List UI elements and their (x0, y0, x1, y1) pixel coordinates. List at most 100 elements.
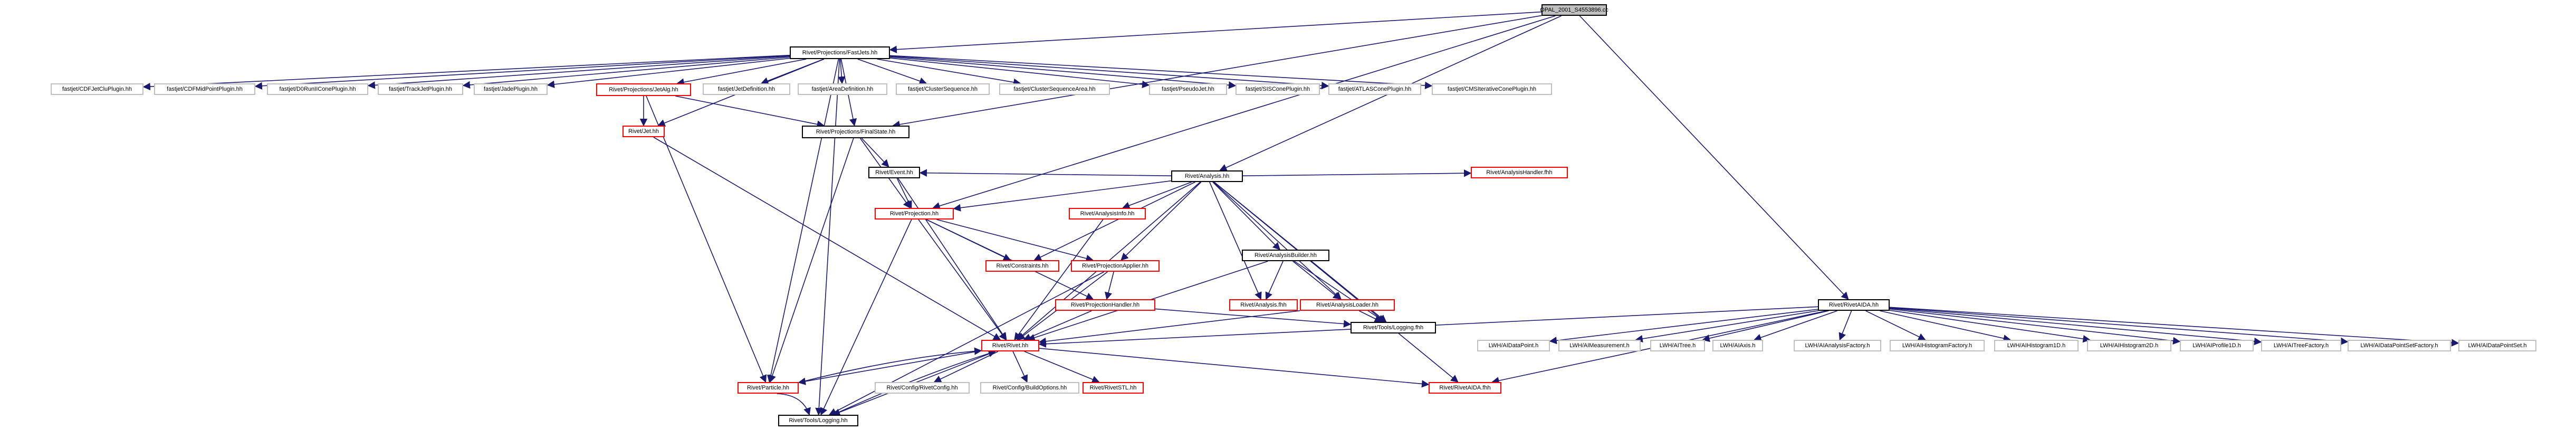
edge-analysisloader-to-toolslogfhh (1358, 310, 1383, 322)
node-jet[interactable]: Rivet/Jet.hh (623, 126, 665, 137)
edge-fastjets-to-areadef (838, 59, 846, 84)
node-jade[interactable]: fastjet/JadePlugin.hh (474, 83, 548, 95)
node-trackjet[interactable]: fastjet/TrackJetPlugin.hh (378, 83, 463, 95)
node-cdfmidpoint[interactable]: fastjet/CDFMidPointPlugin.hh (154, 83, 255, 95)
edge-analysis-to-projapplier (1121, 182, 1202, 261)
node-itreefactory[interactable]: LWH/AITreeFactory.h (2261, 340, 2341, 351)
node-analysis[interactable]: Rivet/Analysis.hh (1171, 170, 1243, 182)
edge-rivetaida-to-itree (1702, 310, 1829, 342)
node-toolslogfhh[interactable]: Rivet/Tools/Logging.fhh (1351, 322, 1436, 333)
node-rivetstl[interactable]: Rivet/RivetSTL.hh (1083, 382, 1144, 394)
node-analysisfhh[interactable]: Rivet/Analysis.fhh (1229, 299, 1298, 311)
edge-analysis-to-constraints (1033, 182, 1195, 261)
node-rivetaida[interactable]: Rivet/RivetAIDA.hh (1818, 299, 1890, 311)
edge-analysis-to-event (919, 169, 1172, 177)
node-fastjets[interactable]: Rivet/Projections/FastJets.hh (790, 46, 890, 59)
edge-analysisloader-to-rivet (1038, 310, 1300, 345)
node-constraints[interactable]: Rivet/Constraints.hh (985, 260, 1059, 272)
node-clusterseq[interactable]: fastjet/ClusterSequence.hh (896, 83, 990, 95)
edge-fastjets-to-toolsloghh (815, 59, 840, 416)
edge-rivetaida-to-ihistofactory (1865, 310, 1926, 340)
node-analysisinfo[interactable]: Rivet/AnalysisInfo.hh (1069, 208, 1146, 220)
edge-fastjets-to-cmsiterative (889, 55, 1433, 90)
edge-root-to-rivetaida (1579, 15, 1849, 300)
edge-fastjets-to-cdfjetclu (142, 54, 790, 91)
edge-fastjets-to-clusterseq (857, 59, 927, 85)
edge-fastjets-to-particle (767, 59, 839, 383)
node-areadef[interactable]: fastjet/AreaDefinition.hh (798, 83, 887, 95)
node-iaxis[interactable]: LWH/AIAxis.h (1712, 340, 1763, 351)
node-analysisloader[interactable]: Rivet/AnalysisLoader.hh (1300, 299, 1395, 311)
node-projhandler[interactable]: Rivet/ProjectionHandler.hh (1055, 299, 1155, 311)
node-cdfjetclu[interactable]: fastjet/CDFJetCluPlugin.hh (51, 83, 143, 95)
node-idatapoint[interactable]: LWH/AIDataPoint.h (1477, 340, 1550, 351)
node-rivetconfig[interactable]: Rivet/Config/RivetConfig.hh (875, 382, 970, 394)
node-pseudojet[interactable]: fastjet/PseudoJet.hh (1149, 83, 1227, 95)
node-finalstate[interactable]: Rivet/Projections/FinalState.hh (802, 126, 909, 138)
node-analysishandler[interactable]: Rivet/AnalysisHandler.fhh (1471, 167, 1568, 178)
edge-rivet-to-particle (798, 350, 982, 385)
edge-rivetaida-to-idatapointset (1889, 307, 2459, 347)
edge-jetalg-to-finalstate (675, 96, 825, 128)
node-rivetaidafhh[interactable]: Rivet/RivetAIDA.fhh (1429, 382, 1501, 394)
node-ihisto2d[interactable]: LWH/AIHistogram2D.h (2087, 340, 2171, 351)
edge-projapplier-to-projhandler (1105, 271, 1114, 300)
node-idpsfactory[interactable]: LWH/AIDataPointSetFactory.h (2348, 340, 2451, 351)
edge-fastjets-to-trackjet (462, 56, 790, 89)
edge-jetalg-to-particle (646, 96, 767, 383)
node-clusterseqarea[interactable]: fastjet/ClusterSequenceArea.hh (999, 83, 1110, 95)
node-buildoptions[interactable]: Rivet/Config/BuildOptions.hh (980, 382, 1079, 394)
edge-root-to-finalstate (892, 15, 1542, 128)
edge-event-to-projection (896, 178, 912, 209)
edge-analysisbuilder-to-toolslogfhh (1294, 261, 1385, 322)
edge-rivetaida-to-iprofile1d (1889, 308, 2181, 345)
node-particle[interactable]: Rivet/Particle.hh (738, 382, 799, 394)
node-siscone[interactable]: fastjet/SISConePlugin.hh (1236, 83, 1320, 95)
edge-fastjets-to-siscone (889, 56, 1237, 89)
node-projapplier[interactable]: Rivet/ProjectionApplier.hh (1071, 260, 1160, 272)
edge-analysis-to-analysisloader (1213, 182, 1342, 300)
node-rivet[interactable]: Rivet/Rivet.hh (981, 340, 1039, 351)
edge-projhandler-to-rivet (1023, 310, 1092, 341)
edge-rivetaida-to-iaxis (1754, 310, 1837, 341)
edge-analysis-to-analysisbuilder (1212, 182, 1281, 251)
edge-particle-to-toolsloghh (777, 393, 811, 416)
edge-fastjets-to-jade (547, 58, 790, 88)
edge-analysis-to-analysisfhh (1209, 182, 1262, 300)
node-toolsloghh[interactable]: Rivet/Tools/Logging.hh (778, 415, 858, 426)
node-cmsiterative[interactable]: fastjet/CMSIterativeConePlugin.hh (1432, 83, 1552, 95)
edge-analysis-to-projection (953, 180, 1172, 212)
node-ihistofactory[interactable]: LWH/AIHistogramFactory.h (1890, 340, 1985, 351)
edge-fastjets-to-d0runii (367, 55, 790, 89)
node-projection[interactable]: Rivet/Projection.hh (875, 208, 954, 220)
edge-rivetaida-to-imeasurement (1635, 310, 1818, 343)
edge-rivetaida-to-ihisto1d (1880, 310, 2011, 342)
edge-rivet-to-rivetaidafhh (1039, 348, 1430, 388)
node-root: OPAL_2001_S4553896.cc (1540, 4, 1608, 16)
edge-fastjets-to-pseudojet (889, 58, 1150, 89)
node-jetalg[interactable]: Rivet/Projections/JetAlg.hh (596, 83, 691, 96)
edge-analysis-to-rivetaidafhh (1213, 182, 1459, 383)
node-itree[interactable]: LWH/AITree.h (1650, 340, 1705, 351)
node-jetdef[interactable]: fastjet/JetDefinition.hh (703, 83, 790, 95)
edge-finalstate-to-particle (769, 138, 854, 383)
edge-analysisinfo-to-rivet (1014, 219, 1104, 341)
node-imeasurement[interactable]: LWH/AIMeasurement.h (1558, 340, 1641, 351)
edge-fastjets-to-atlascone (889, 55, 1329, 90)
edges-layer (142, 11, 2459, 416)
node-idatapointset[interactable]: LWH/AIDataPointSet.h (2458, 340, 2536, 351)
edge-rivetaida-to-idatapoint (1549, 309, 1818, 345)
node-d0runii[interactable]: fastjet/D0RunIIConePlugin.hh (267, 83, 368, 95)
edge-analysisbuilder-to-analysisfhh (1265, 261, 1284, 300)
edge-root-to-projection (932, 15, 1556, 210)
edge-projapplier-to-toolsloghh (828, 271, 1105, 415)
node-event[interactable]: Rivet/Event.hh (868, 167, 920, 178)
node-atlascone[interactable]: fastjet/ATLASConePlugin.hh (1328, 83, 1421, 95)
edge-rivet-to-buildoptions (1012, 351, 1028, 383)
edge-rivet-to-rivetconfig (933, 351, 999, 383)
node-iprofile1d[interactable]: LWH/AIProfile1D.h (2180, 340, 2254, 351)
edge-rivet-to-rivetstl (1024, 351, 1100, 383)
node-ihisto1d[interactable]: LWH/AIHistogram1D.h (1994, 340, 2079, 351)
node-ianalysisfactory[interactable]: LWH/AIAnalysisFactory.h (1794, 340, 1881, 351)
node-analysisbuilder[interactable]: Rivet/AnalysisBuilder.hh (1242, 250, 1329, 261)
